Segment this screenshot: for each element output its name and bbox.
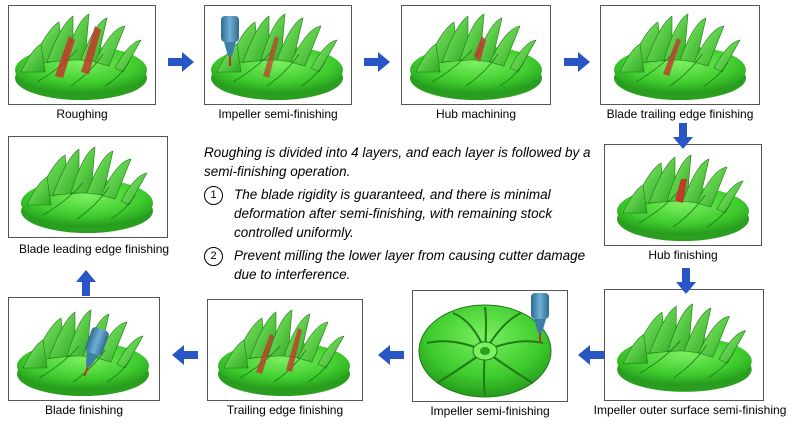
roughing-image bbox=[8, 5, 156, 105]
step-label: Roughing bbox=[56, 107, 108, 121]
note-intro: Roughing is divided into 4 layers, and e… bbox=[204, 145, 591, 179]
step-blade-leading-edge-finishing: Blade leading edge finishing bbox=[8, 136, 172, 262]
arrow-left-icon bbox=[172, 345, 198, 365]
step-trailing-edge-finishing: Trailing edge finishing bbox=[207, 299, 363, 423]
hub-machining-image bbox=[401, 5, 551, 105]
blade-finishing-image bbox=[8, 297, 160, 401]
blade-trailing-edge-finishing-image bbox=[600, 5, 760, 105]
arrow-right-icon bbox=[364, 52, 390, 72]
step-hub-finishing: Hub finishing bbox=[604, 144, 762, 266]
note-item: 2 Prevent milling the lower layer from c… bbox=[204, 246, 594, 284]
arrow-left-icon bbox=[378, 345, 404, 365]
step-label: Impeller semi-finishing bbox=[430, 404, 550, 418]
trailing-edge-finishing-image bbox=[207, 299, 363, 401]
arrow-up-icon bbox=[76, 270, 96, 296]
step-impeller-semi-finishing-2: Impeller semi-finishing bbox=[410, 290, 570, 424]
step-label: Hub finishing bbox=[648, 248, 718, 262]
step-label: Blade leading edge finishing bbox=[18, 242, 170, 256]
step-roughing: Roughing bbox=[8, 5, 156, 127]
step-blade-finishing: Blade finishing bbox=[8, 297, 160, 423]
step-impeller-semi-finishing-1: Impeller semi-finishing bbox=[204, 5, 352, 127]
step-label: Trailing edge finishing bbox=[226, 403, 344, 417]
step-hub-machining: Hub machining bbox=[401, 5, 551, 127]
note-marker: 1 bbox=[204, 186, 223, 205]
step-impeller-outer-surface-semi-finishing: Impeller outer surface semi-finishing bbox=[594, 289, 796, 423]
hub-finishing-image bbox=[604, 144, 762, 246]
note-item-text: The blade rigidity is guaranteed, and th… bbox=[234, 187, 553, 240]
step-label: Impeller outer surface semi-finishing bbox=[593, 403, 787, 417]
arrow-right-icon bbox=[168, 52, 194, 72]
arrow-down-icon bbox=[673, 123, 693, 149]
note-item-text: Prevent milling the lower layer from cau… bbox=[234, 248, 586, 282]
impeller-semi-finishing-top-view-image bbox=[412, 290, 568, 402]
impeller-semi-finishing-image bbox=[204, 5, 352, 105]
step-blade-trailing-edge-finishing: Blade trailing edge finishing bbox=[600, 5, 760, 127]
process-note: Roughing is divided into 4 layers, and e… bbox=[204, 143, 594, 284]
note-marker: 2 bbox=[204, 247, 223, 266]
impeller-outer-surface-semi-finishing-image bbox=[604, 289, 764, 401]
arrow-down-icon bbox=[676, 268, 696, 294]
step-label: Blade finishing bbox=[44, 403, 124, 417]
note-item: 1 The blade rigidity is guaranteed, and … bbox=[204, 185, 594, 242]
step-label: Hub machining bbox=[435, 107, 517, 121]
arrow-right-icon bbox=[564, 52, 590, 72]
step-label: Blade trailing edge finishing bbox=[606, 107, 754, 121]
step-label: Impeller semi-finishing bbox=[218, 107, 338, 121]
blade-leading-edge-finishing-image bbox=[8, 136, 168, 238]
arrow-left-icon bbox=[578, 345, 604, 365]
